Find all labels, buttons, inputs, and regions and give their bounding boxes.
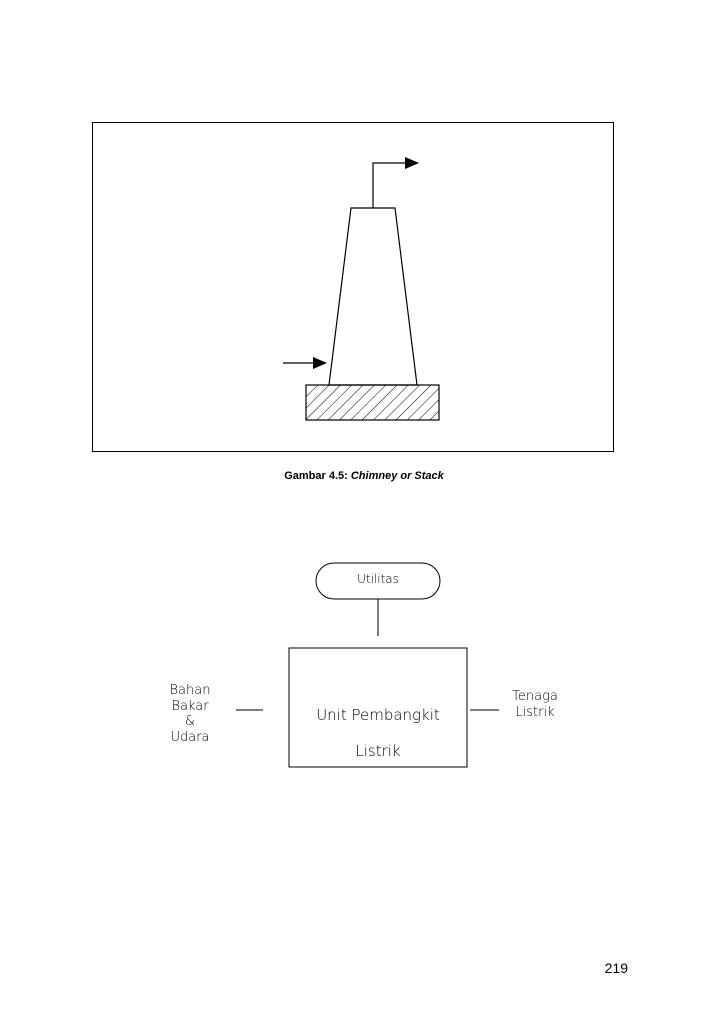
unit-pembangkit-label: Unit Pembangkit Listrik bbox=[289, 688, 467, 778]
chimney-diagram bbox=[283, 157, 440, 421]
utilitas-label: Utilitas bbox=[357, 572, 399, 586]
caption-prefix: Gambar 4.5: bbox=[284, 470, 351, 482]
power-plant-diagram: Utilitas Unit Pembangkit Listrik Bahan B… bbox=[150, 555, 580, 785]
unit-label-line2: Listrik bbox=[355, 742, 401, 760]
chimney-body bbox=[328, 207, 418, 386]
page-number: 219 bbox=[604, 960, 628, 976]
inlet-arrow-head bbox=[313, 357, 327, 369]
chimney-figure-frame bbox=[92, 122, 614, 452]
figure-caption: Gambar 4.5: Chimney or Stack bbox=[0, 470, 728, 482]
chimney-foundation bbox=[305, 384, 440, 421]
output-label: Tenaga Listrik bbox=[512, 689, 558, 720]
input-label: Bahan Bakar & Udara bbox=[169, 683, 211, 745]
exhaust-arrow-line bbox=[372, 162, 407, 208]
caption-title: Chimney or Stack bbox=[350, 470, 444, 482]
unit-label-line1: Unit Pembangkit bbox=[316, 706, 440, 724]
exhaust-arrow-head bbox=[405, 157, 419, 169]
unit-pembangkit-box bbox=[288, 647, 468, 768]
